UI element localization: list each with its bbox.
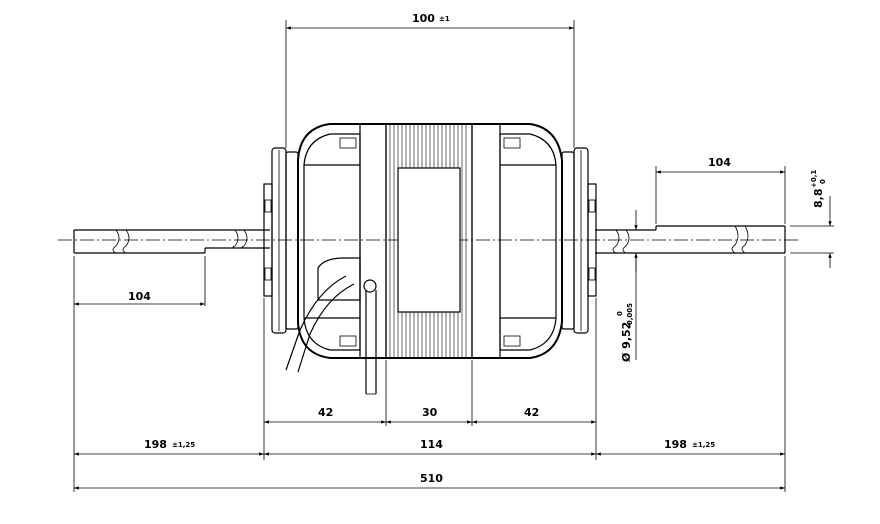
right-shaft	[595, 225, 786, 254]
svg-text:0: 0	[819, 179, 827, 184]
stator-laminations	[359, 123, 501, 359]
lead-wires	[285, 257, 377, 395]
dim-shaft-diameter: Ø 9,52 0 -0,005	[616, 303, 634, 362]
dim-left-shaft-flat: 104	[128, 290, 151, 303]
dim-seg-right: 42	[524, 406, 539, 419]
svg-text:Ø 9,52: Ø 9,52	[620, 322, 633, 362]
dimension-lines	[74, 26, 832, 490]
motor-housing	[297, 123, 563, 359]
left-end-cap	[263, 147, 299, 334]
dim-overall: 510	[420, 472, 443, 485]
dim-body: 114	[420, 438, 443, 451]
dim-right-shaft-flat: 104	[708, 156, 731, 169]
right-end-cap	[561, 147, 597, 334]
svg-text:0: 0	[616, 311, 624, 316]
dim-seg-left: 42	[318, 406, 333, 419]
dim-flat-height: 8,8 +0,1 0	[810, 170, 827, 208]
dim-top-width: 100±1	[412, 12, 450, 25]
svg-text:-0,005: -0,005	[626, 303, 634, 328]
dim-left-shaft: 198±1,25	[144, 438, 195, 451]
dim-seg-mid: 30	[422, 406, 438, 419]
dim-right-shaft: 198±1,25	[664, 438, 715, 451]
nameplate-window	[397, 167, 461, 313]
svg-text:8,8: 8,8	[812, 189, 825, 209]
left-shaft	[73, 229, 270, 254]
svg-text:+0,1: +0,1	[810, 170, 818, 188]
